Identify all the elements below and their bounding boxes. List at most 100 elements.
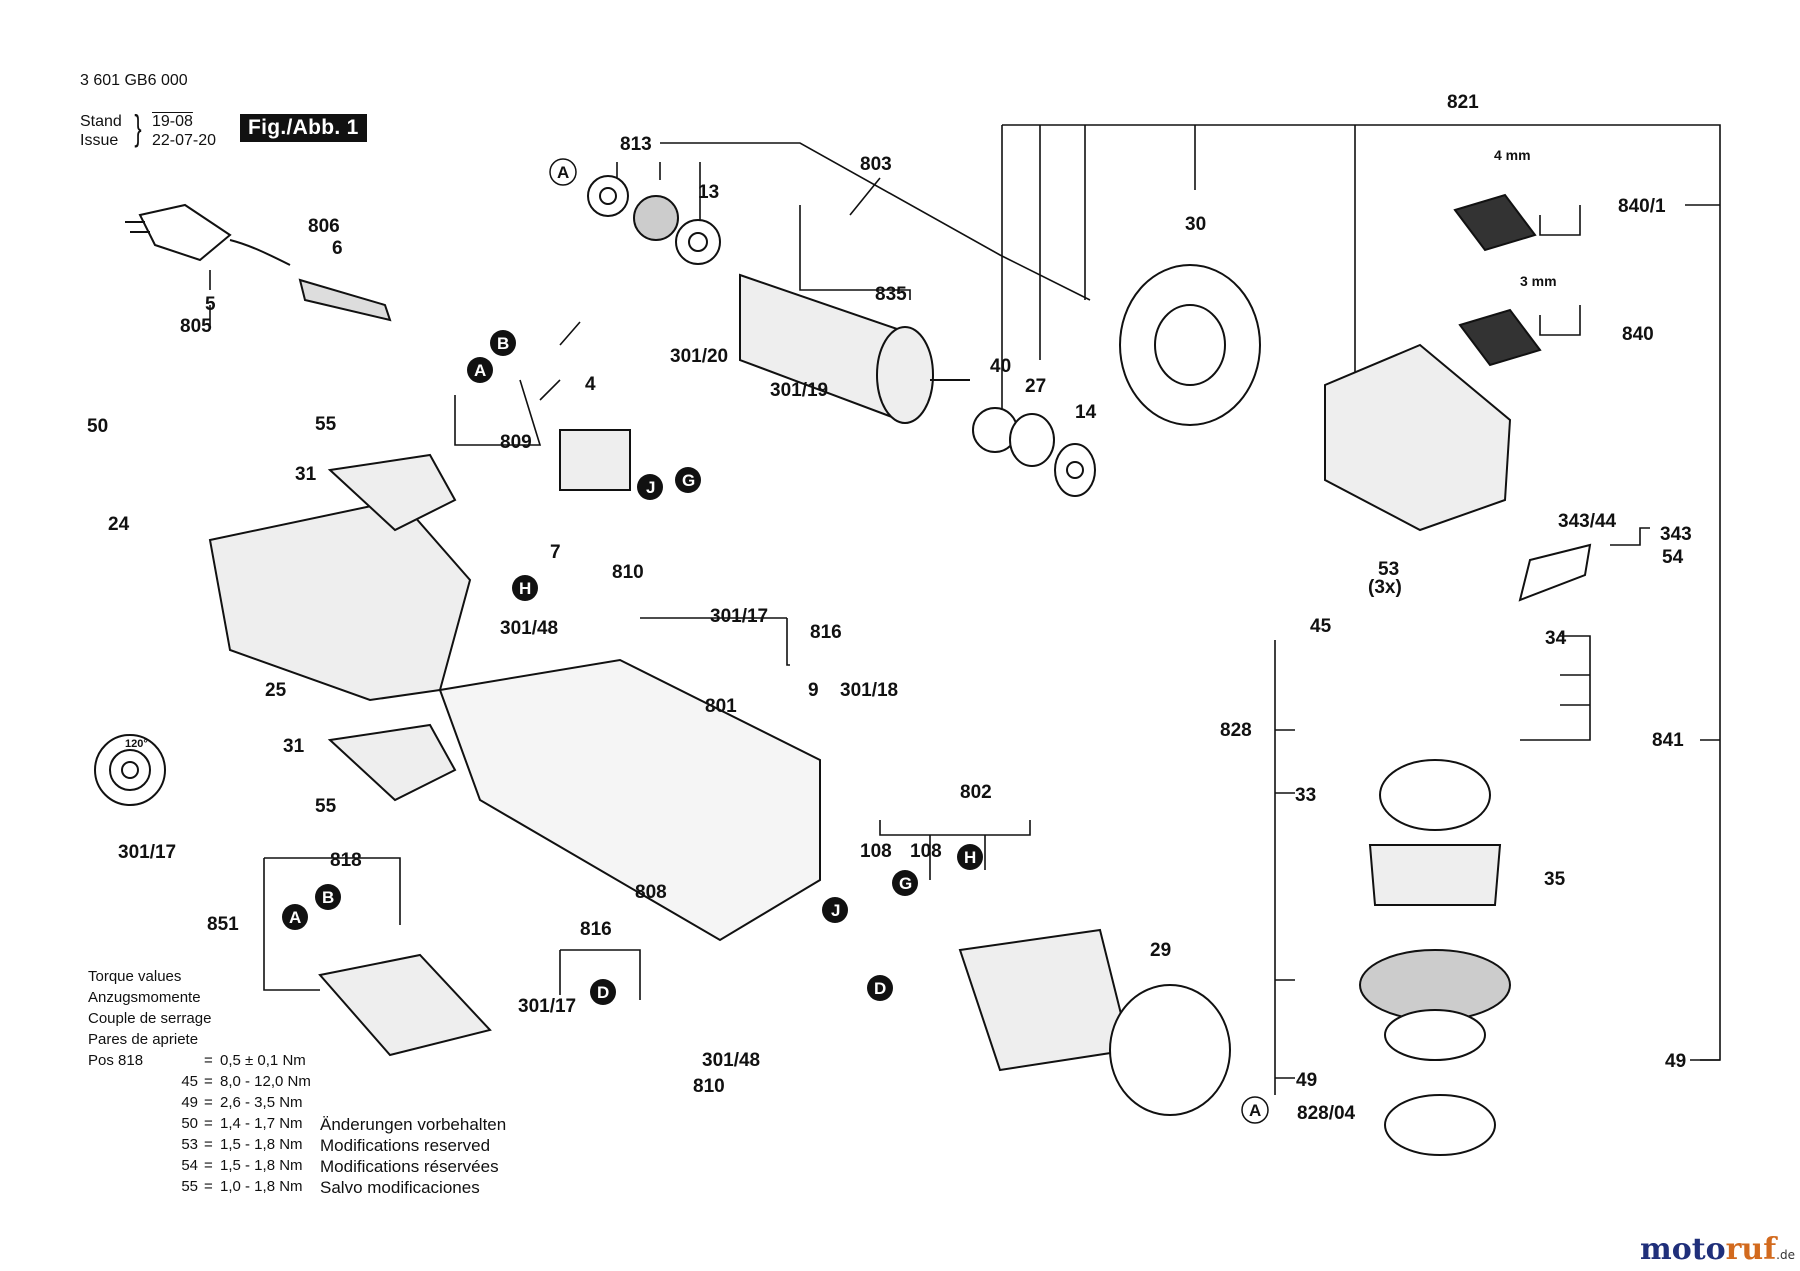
ring-27 xyxy=(1009,413,1055,467)
bracket-813 xyxy=(616,162,701,220)
torque-pos: Pos 818 xyxy=(88,1052,144,1069)
part-label: 31 xyxy=(295,464,317,485)
date-block: 19-08 22-07-20 xyxy=(152,112,216,150)
marker-letter: G xyxy=(682,471,695,490)
marker-circle xyxy=(675,467,701,493)
bracket-343 xyxy=(1610,527,1650,546)
part-label: (3x) xyxy=(1368,577,1402,598)
document-number: 3 601 GB6 000 xyxy=(80,72,188,89)
part-label: 54 xyxy=(1662,547,1684,568)
lever-343 xyxy=(1518,543,1592,602)
marker-circle xyxy=(957,844,983,870)
part-label: 816 xyxy=(580,919,612,940)
stand-issue-labels: Stand Issue xyxy=(80,112,122,150)
brush-holder-4 xyxy=(559,429,631,491)
bracket-803 xyxy=(799,177,911,300)
part-label: 24 xyxy=(108,514,130,535)
plug-body xyxy=(138,203,232,262)
part-label: 53 xyxy=(1378,559,1399,580)
plug-pins xyxy=(125,221,150,233)
watermark-logo[interactable]: motoruf.de xyxy=(1640,1232,1795,1267)
marker-letter: D xyxy=(597,983,609,1002)
part-label: 805 xyxy=(180,316,212,337)
torque-row: 45= 8,0 - 12,0 Nm xyxy=(88,1071,311,1092)
torque-row: 53= 1,5 - 1,8 Nm xyxy=(88,1134,311,1155)
marker-letter: J xyxy=(646,478,655,497)
cord-sleeve xyxy=(298,278,392,322)
torque-row: Pos 818= 0,5 ± 0,1 Nm xyxy=(88,1052,306,1069)
stator xyxy=(958,928,1132,1072)
part-label: 841 xyxy=(1652,730,1684,751)
issue-label: Issue xyxy=(80,132,119,149)
part-label: 25 xyxy=(265,680,287,701)
torque-heading: Anzugsmomente xyxy=(88,989,201,1006)
marker-circle xyxy=(549,158,577,186)
modification-line: Modifications réservées xyxy=(320,1157,499,1176)
torque-value: 1,5 - 1,8 Nm xyxy=(220,1136,303,1153)
marker-group: A B A G J H G H J D D A B A xyxy=(282,158,1269,1124)
watermark-brand-a: moto xyxy=(1640,1232,1726,1267)
part-label: 13 xyxy=(698,182,719,203)
marker-letter: B xyxy=(497,334,509,353)
torque-row: 55= 1,0 - 1,8 Nm xyxy=(88,1176,311,1197)
part-label: 301/17 xyxy=(518,996,576,1017)
torque-pos: 55 xyxy=(181,1178,198,1195)
part-label: 816 xyxy=(810,622,842,643)
part-label: 35 xyxy=(1544,869,1566,890)
part-label: 301/18 xyxy=(840,680,898,701)
part-label: 851 xyxy=(207,914,239,935)
marker-letter: J xyxy=(831,901,840,920)
torque-heading: Torque values xyxy=(88,968,182,985)
modifications-note: Änderungen vorbehalten Modifications res… xyxy=(320,1114,506,1198)
part-label: 821 xyxy=(1447,92,1479,113)
bracket-821 xyxy=(1002,124,1721,1061)
part-label: 9 xyxy=(808,680,819,701)
gear-housing xyxy=(1324,343,1512,532)
bearing-13-a xyxy=(633,195,679,241)
marker-circle xyxy=(867,975,893,1001)
part-label: 828 xyxy=(1220,720,1252,741)
electronics-851 xyxy=(318,953,492,1057)
main-housing-801 xyxy=(438,658,821,942)
part-label: 810 xyxy=(612,562,644,583)
modification-line: Änderungen vorbehalten xyxy=(320,1115,507,1134)
bracket-816-upper xyxy=(640,617,790,666)
brace-icon: } xyxy=(134,107,142,148)
part-label: 7 xyxy=(550,542,561,563)
marker-letter: D xyxy=(874,979,886,998)
seal-ring-828-04 xyxy=(1384,1094,1496,1156)
marker-letter: B xyxy=(322,888,334,907)
bracket-816-lower xyxy=(559,949,641,1000)
part-label: 801 xyxy=(705,696,737,717)
marker-letter: A xyxy=(557,163,569,182)
part-label: 802 xyxy=(960,782,992,803)
part-label: 55 xyxy=(315,796,337,817)
part-label: 45 xyxy=(1310,616,1332,637)
part-label: 818 xyxy=(330,850,362,871)
marker-letter: G xyxy=(899,874,912,893)
part-label: 108 xyxy=(910,841,942,862)
cord-wire xyxy=(229,239,291,266)
marker-circle xyxy=(892,870,918,896)
part-label: 803 xyxy=(860,154,892,175)
marker-circle xyxy=(512,575,538,601)
part-label: 343 xyxy=(1660,524,1692,545)
modification-line: Modifications reserved xyxy=(320,1136,491,1155)
marker-circle xyxy=(1241,1096,1269,1124)
bracket-851 xyxy=(263,857,401,991)
part-label: 50 xyxy=(87,416,108,437)
torque-row: 50= 1,4 - 1,7 Nm xyxy=(88,1113,311,1134)
part-label: 6 xyxy=(332,238,343,259)
torque-pos: 53 xyxy=(181,1136,198,1153)
part-label: 810 xyxy=(693,1076,725,1097)
part-label: 301/20 xyxy=(670,346,728,367)
part-label: 301/48 xyxy=(702,1050,760,1071)
part-label: 33 xyxy=(1295,785,1316,806)
part-label: 4 mm xyxy=(1494,147,1531,163)
marker-circle xyxy=(490,330,516,356)
part-label: 301/19 xyxy=(770,380,828,401)
part-label: 49 xyxy=(1665,1051,1686,1072)
marker-circle xyxy=(590,979,616,1005)
torque-value: 1,5 - 1,8 Nm xyxy=(220,1157,303,1174)
part-label: 40 xyxy=(990,356,1011,377)
